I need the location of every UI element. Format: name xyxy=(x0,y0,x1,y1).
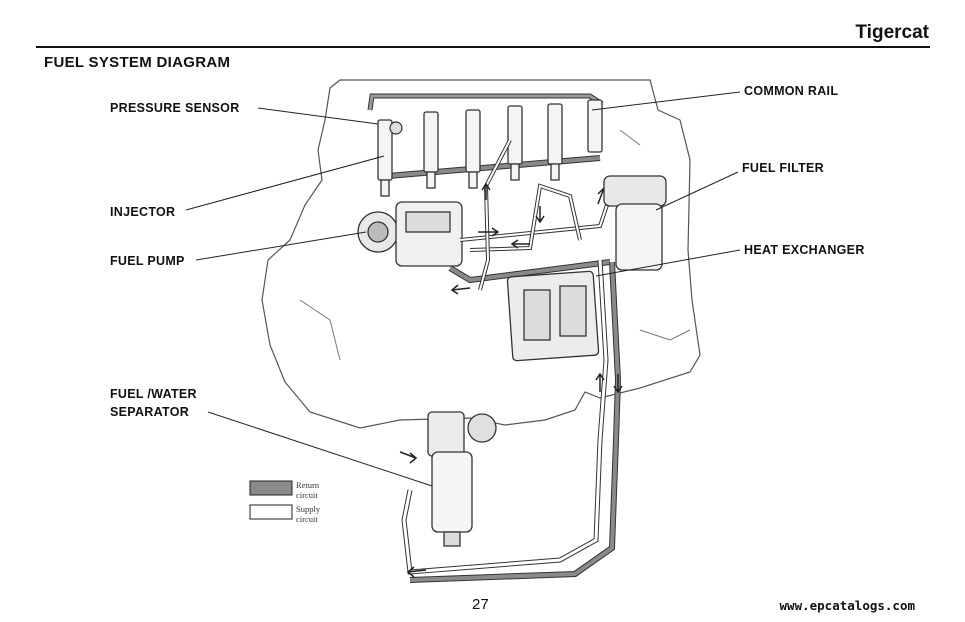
injector-group xyxy=(377,99,603,197)
label-fuel-filter: FUEL FILTER xyxy=(742,161,824,175)
engine-detail xyxy=(299,129,691,361)
heat-exchanger-part xyxy=(506,270,600,362)
fuel-filter-part xyxy=(603,175,667,271)
common-rail xyxy=(367,93,604,111)
leader-lines xyxy=(185,91,741,487)
brand-name: Tigercat xyxy=(855,22,929,43)
fuel-water-separator-part xyxy=(427,411,497,547)
fuel-lines xyxy=(401,139,622,583)
legend-supply-label: Supply circuit xyxy=(296,504,321,524)
label-pressure-sensor: PRESSURE SENSOR xyxy=(110,101,240,115)
header-rule xyxy=(36,46,930,48)
label-common-rail: COMMON RAIL xyxy=(744,84,839,98)
pressure-sensor-part xyxy=(389,121,403,135)
legend-supply-swatch xyxy=(249,504,293,520)
footer-url: www.epcatalogs.com xyxy=(779,598,915,613)
page-title: FUEL SYSTEM DIAGRAM xyxy=(44,54,231,71)
label-fuel-water-separator-line1: FUEL /WATER xyxy=(110,387,197,401)
legend-return-label: Return circuit xyxy=(296,480,320,500)
label-fuel-water-separator-line2: SEPARATOR xyxy=(110,405,190,419)
label-fuel-pump: FUEL PUMP xyxy=(110,254,185,268)
engine-outline xyxy=(261,79,701,429)
page-number: 27 xyxy=(472,596,489,613)
label-injector: INJECTOR xyxy=(110,205,176,219)
fuel-pump-part xyxy=(357,201,463,267)
legend-return-swatch xyxy=(249,480,293,496)
label-heat-exchanger: HEAT EXCHANGER xyxy=(744,243,865,257)
